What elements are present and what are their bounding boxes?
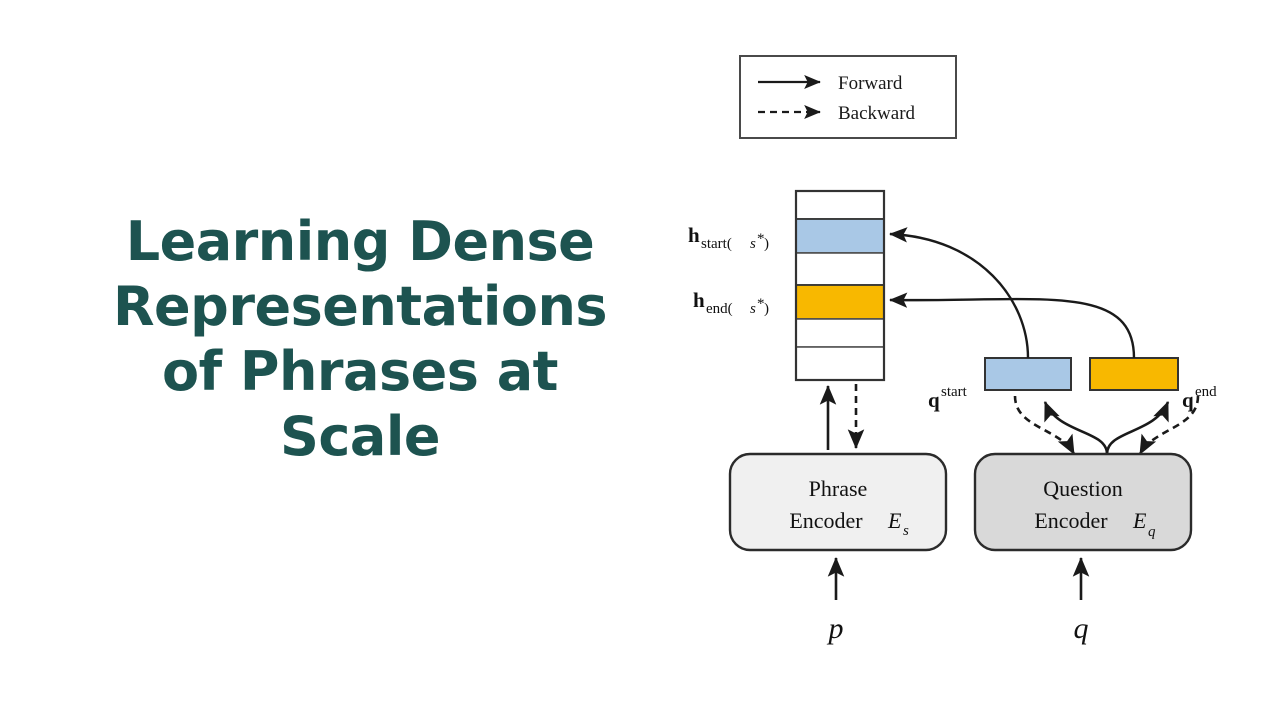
legend: Forward Backward (739, 55, 957, 139)
legend-label-backward: Backward (838, 103, 916, 124)
phrase-encoder-line2: Encoder (789, 508, 863, 533)
architecture-diagram: Forward Backward (660, 30, 1260, 670)
q-end-bar (1089, 357, 1179, 391)
label-h-start-sub-post: ) (764, 236, 769, 252)
label-h-end: h end( s * ) (693, 288, 769, 317)
question-encoder-box[interactable] (973, 452, 1193, 552)
phrase-input-symbol: p (827, 612, 844, 645)
label-h-start-sub-var: s (750, 236, 756, 252)
question-encoder-symbol-sub: q (1148, 524, 1156, 540)
phrase-encoder[interactable]: Phrase Encoder E s (728, 452, 948, 552)
arrow-question-forward-end (1105, 401, 1170, 455)
vector-cell (795, 318, 885, 348)
question-encoder-line2: Encoder (1034, 508, 1108, 533)
arrow-q-start-to-h-start (889, 227, 1030, 359)
vector-cell-h-start (795, 218, 885, 254)
q-start-bar (984, 357, 1072, 391)
vector-cell (795, 346, 885, 381)
legend-item-forward: Forward (758, 73, 903, 94)
vector-cell (795, 190, 885, 220)
arrow-question-backward-start (1013, 395, 1076, 455)
label-q-end-symbol: q (1182, 388, 1194, 412)
label-h-start-sub-star: * (757, 231, 765, 247)
legend-box (739, 55, 957, 139)
arrow-q-end-to-h-end (889, 292, 1136, 359)
label-h-end-sub-star: * (757, 296, 765, 312)
legend-label-forward: Forward (838, 73, 903, 94)
question-encoder-symbol: E (1132, 508, 1147, 533)
title-panel: Learning Dense Representations of Phrase… (60, 185, 660, 495)
label-q-start-sup: start (941, 384, 968, 400)
label-h-start-symbol: h (688, 223, 700, 247)
diagram-svg: Forward Backward (688, 55, 1217, 645)
q-start-vector: q start (928, 357, 1072, 412)
phrase-encoder-symbol-sub: s (903, 523, 909, 539)
question-input-symbol: q (1074, 612, 1089, 645)
vector-cell (795, 252, 885, 286)
legend-item-backward: Backward (758, 103, 916, 124)
label-q-start-symbol: q (928, 388, 940, 412)
label-h-start: h start( s * ) (688, 223, 769, 252)
phrase-encoder-symbol: E (887, 508, 902, 533)
question-encoder-line1: Question (1043, 476, 1122, 501)
arrow-question-backward-end (1138, 395, 1200, 455)
phrase-encoder-box[interactable] (728, 452, 948, 552)
page-title: Learning Dense Representations of Phrase… (112, 210, 608, 468)
label-h-end-sub-pre: end( (706, 301, 733, 317)
label-h-end-sub-var: s (750, 301, 756, 317)
arrow-question-forward-start (1043, 401, 1109, 455)
label-h-start-sub-pre: start( (701, 236, 732, 252)
q-end-vector: q end (1089, 357, 1217, 412)
phrase-encoder-line1: Phrase (809, 476, 868, 501)
label-h-end-symbol: h (693, 288, 705, 312)
question-encoder[interactable]: Question Encoder E q (973, 452, 1193, 552)
label-h-end-sub-post: ) (764, 301, 769, 317)
vector-cell-h-end (795, 284, 885, 320)
vector-column-frame (794, 189, 886, 382)
phrase-vector-column (794, 189, 886, 382)
label-q-end-sup: end (1195, 384, 1217, 400)
